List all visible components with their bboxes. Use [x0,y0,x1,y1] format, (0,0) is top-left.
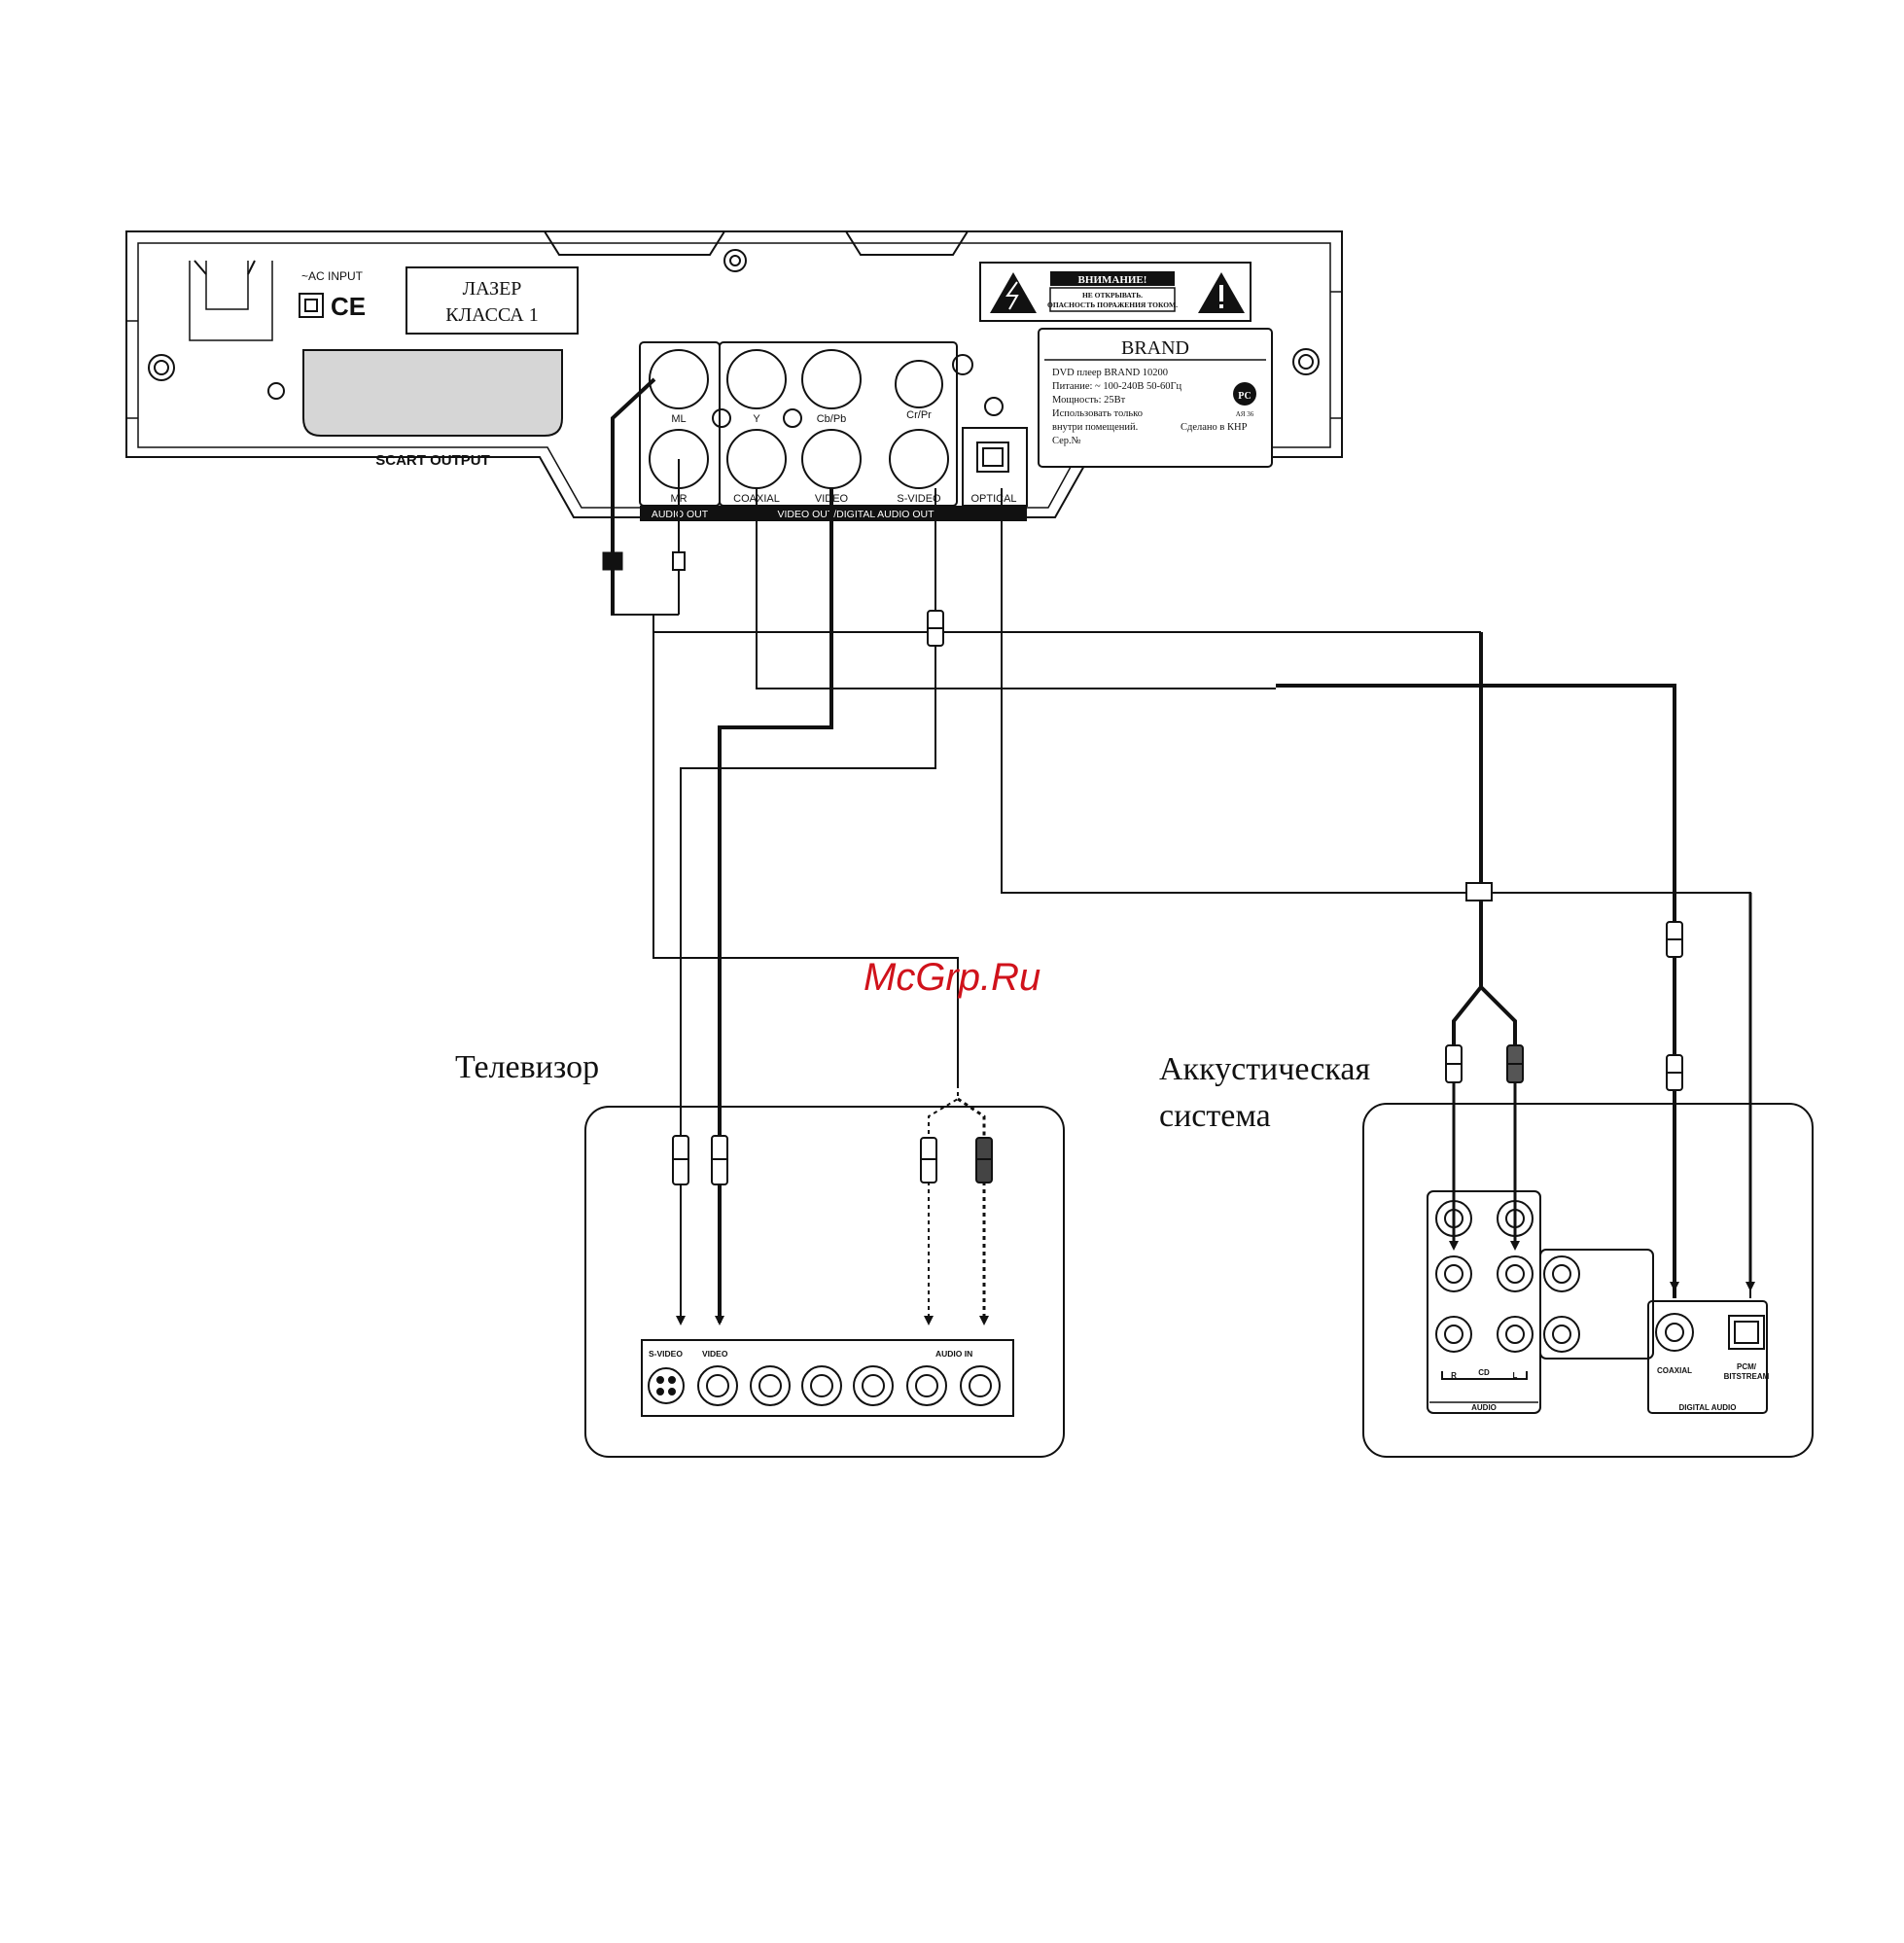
svg-text:R: R [1451,1371,1457,1380]
jack-optical [976,442,1009,473]
pct-cert-icon [1233,382,1256,406]
ac-input-marking: ~AC INPUT CE [299,269,366,321]
svg-text:РС: РС [1238,391,1251,402]
svg-text:Y: Y [753,413,760,425]
speakers-box [1362,1103,1814,1458]
svg-text:Cr/Pr: Cr/Pr [906,409,932,421]
svg-text:ВНИМАНИЕ!: ВНИМАНИЕ! [1078,274,1147,286]
svg-text:ML: ML [671,413,686,425]
jack-s-video [889,429,949,489]
dvd-player-rear-panel [125,230,1343,518]
svg-text:BITSTREAM: BITSTREAM [1724,1372,1770,1381]
jack-video [801,429,862,489]
optical-cable [1001,488,1751,1298]
tv-rca-plugs [672,1135,993,1185]
svg-text:SCART OUTPUT: SCART OUTPUT [375,452,490,469]
svg-text:L: L [1513,1371,1518,1380]
tv-cables [676,1084,989,1325]
rating-label: BRAND DVD плеер BRAND 10200 Питание: ~ 1… [1038,328,1273,468]
jack-coaxial [726,429,787,489]
svg-text:PCM/: PCM/ [1737,1362,1757,1371]
svg-text:~AC INPUT: ~AC INPUT [301,269,364,283]
watermark: McGrp.Ru [864,956,1040,999]
speakers-title-line2: система [1159,1098,1271,1134]
svg-text:BRAND: BRAND [1121,337,1189,359]
svg-text:AUDIO IN: AUDIO IN [935,1349,972,1359]
audio-cable [602,377,1481,1084]
svg-text:COAXIAL: COAXIAL [1657,1366,1692,1375]
jack-y [726,349,787,409]
jack-ml [649,349,709,409]
tv-box [584,1106,1065,1458]
svg-text:VIDEO: VIDEO [702,1349,728,1359]
svg-text:AЯ 36: AЯ 36 [1236,410,1254,418]
svg-text:ОПАСНОСТЬ ПОРАЖЕНИЯ ТОКОМ.: ОПАСНОСТЬ ПОРАЖЕНИЯ ТОКОМ. [1047,300,1178,309]
speaker-cables [1449,893,1755,1291]
scart-output-connector: SCART OUTPUT [302,349,563,469]
jack-cr-pr [895,360,943,408]
svg-text:Питание: ~ 100-240В 50-60Гц: Питание: ~ 100-240В 50-60Гц [1052,381,1182,392]
jack-group-bars: AUDIO OUT VIDEO OUT/DIGITAL AUDIO OUT [640,506,1027,521]
svg-text:внутри помещений.: внутри помещений. [1052,422,1138,433]
class-ii-icon [299,293,324,318]
rca-plugs [927,610,1683,1091]
speaker-audio-cable [1452,632,1517,1070]
svg-text:КЛАССА 1: КЛАССА 1 [445,304,538,326]
speakers-title-line1: Аккустическая [1159,1051,1370,1087]
tv-s-video-jack [648,1367,685,1404]
jack-labels: ML MR Y Cb/Pb Cr/Pr COAXIAL VIDEO S-VIDE… [670,409,1016,505]
svg-text:DVD плеер BRAND 10200: DVD плеер BRAND 10200 [1052,368,1168,378]
svg-text:Сер.№: Сер.№ [1052,436,1081,446]
svg-text:VIDEO OUT/DIGITAL AUDIO OUT: VIDEO OUT/DIGITAL AUDIO OUT [777,509,934,520]
speaker-input-panel [1427,1190,1768,1414]
svg-text:CD: CD [1478,1368,1490,1377]
svg-text:AUDIO OUT: AUDIO OUT [652,509,709,520]
svg-text:Сделано в КНР: Сделано в КНР [1181,422,1248,433]
svg-text:Использовать только: Использовать только [1052,408,1143,419]
jack-cb-pb [801,349,862,409]
warning-label: ВНИМАНИЕ! НЕ ОТКРЫВАТЬ. ОПАСНОСТЬ ПОРАЖЕ… [979,262,1252,322]
ce-mark-icon: CE [331,292,366,321]
speaker-panel-labels: R CD L AUDIO COAXIAL PCM/ BITSTREAM DIGI… [1451,1362,1770,1412]
svg-text:НЕ ОТКРЫВАТЬ.: НЕ ОТКРЫВАТЬ. [1082,291,1143,300]
svg-text:AUDIO: AUDIO [1471,1403,1497,1412]
high-voltage-icon [990,272,1037,313]
svg-text:S-VIDEO: S-VIDEO [897,493,941,505]
laser-class-label: ЛАЗЕР КЛАССА 1 [405,266,579,335]
svg-text:Cb/Pb: Cb/Pb [817,413,847,425]
tv-input-panel: S-VIDEO VIDEO AUDIO IN [641,1339,1014,1417]
tv-title: Телевизор [455,1049,599,1085]
svg-text:DIGITAL AUDIO: DIGITAL AUDIO [1679,1403,1737,1412]
s-video-cable [718,488,833,1143]
svg-text:S-VIDEO: S-VIDEO [649,1349,683,1359]
svg-text:Мощность: 25Вт: Мощность: 25Вт [1052,395,1126,406]
svg-text:ЛАЗЕР: ЛАЗЕР [463,278,522,300]
svg-text:OPTICAL: OPTICAL [970,493,1016,505]
